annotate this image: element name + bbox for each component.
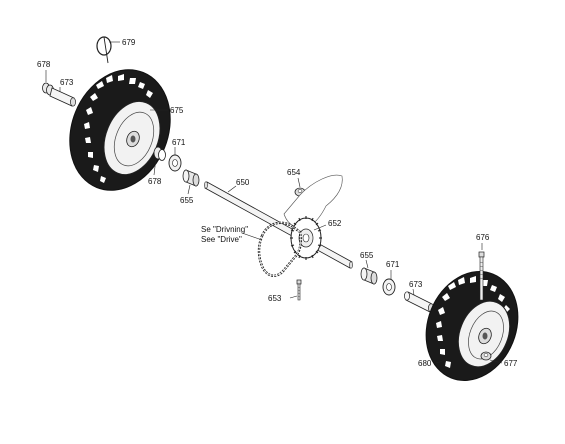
- label-673-right: 673: [409, 280, 423, 289]
- bearing-655-left: [182, 169, 200, 187]
- bearing-655-right: [360, 267, 378, 285]
- label-679: 679: [122, 38, 136, 47]
- bolt-676: [478, 251, 485, 301]
- label-655-right: 655: [360, 251, 374, 260]
- label-680: 680: [418, 359, 432, 368]
- sprocket-652: [290, 216, 322, 260]
- drive-chain: [257, 221, 302, 277]
- left-wheel-tire: [69, 69, 171, 191]
- label-673-left: 673: [60, 78, 74, 87]
- nut-677: [480, 351, 492, 361]
- leader-lines: [45, 41, 503, 364]
- label-675: 675: [170, 106, 184, 115]
- washer-671-right: [382, 278, 396, 296]
- label-677: 677: [504, 359, 518, 368]
- label-654: 654: [287, 168, 301, 177]
- label-655-left: 655: [180, 196, 194, 205]
- right-wheel-tire: [425, 271, 519, 381]
- label-678-hub: 678: [148, 177, 162, 186]
- label-653: 653: [268, 294, 282, 303]
- label-671-right: 671: [386, 260, 400, 269]
- label-671-left: 671: [172, 138, 186, 147]
- label-678-outer: 678: [37, 60, 51, 69]
- bolt-653: [296, 279, 302, 301]
- label-676: 676: [476, 233, 490, 242]
- klik-pin-679: [96, 36, 112, 64]
- bushing-678-hub: [153, 146, 166, 161]
- note-drive: See "Drive": [201, 235, 242, 244]
- label-652: 652: [328, 219, 342, 228]
- note-drivning: Se "Drivning": [201, 225, 248, 234]
- spacer-673-right: [404, 291, 434, 313]
- spacer-673-left: [49, 87, 76, 107]
- washer-671-left: [168, 154, 182, 172]
- label-650: 650: [236, 178, 250, 187]
- part-labels: 679 678 673 675 671 678 655 650 654 652 …: [37, 38, 518, 368]
